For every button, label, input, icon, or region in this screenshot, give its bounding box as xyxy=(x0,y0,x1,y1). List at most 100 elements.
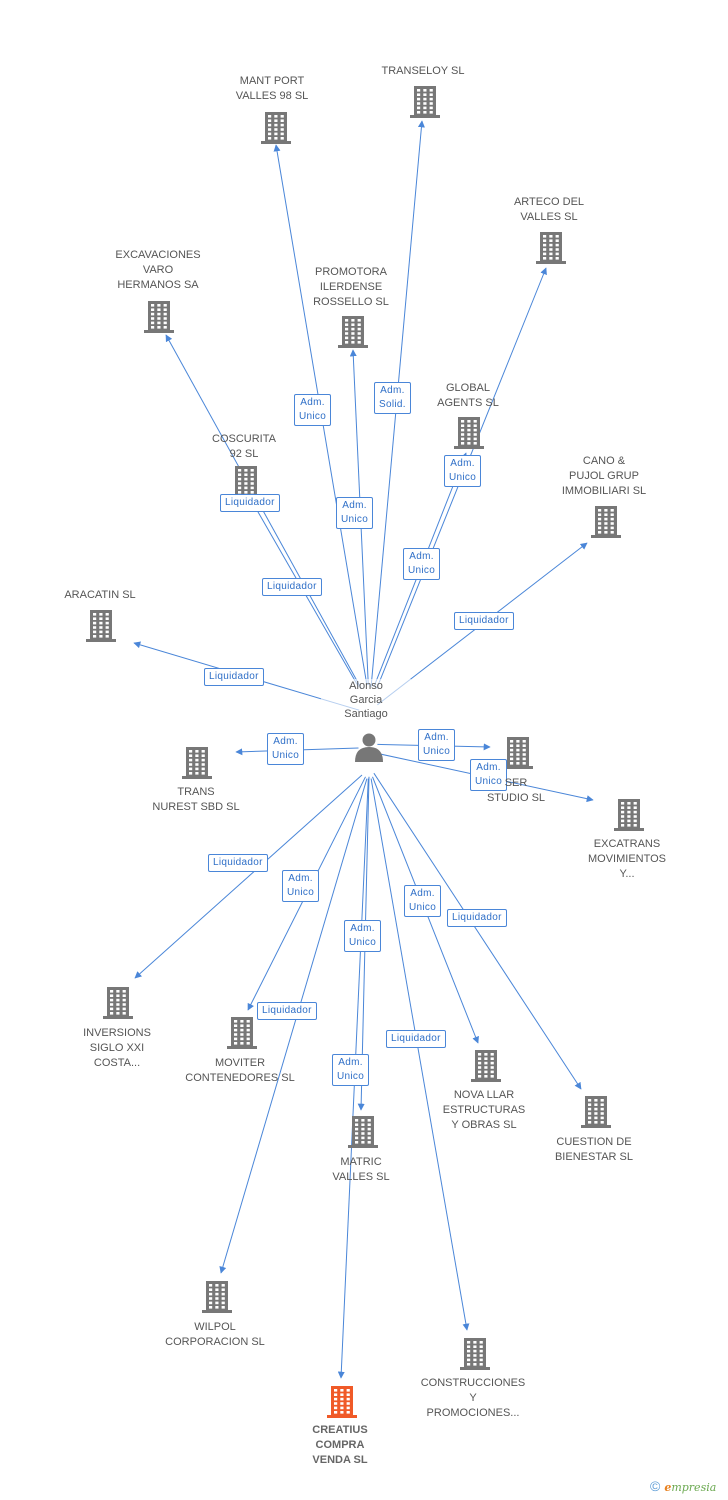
building-icon-moviter[interactable] xyxy=(227,1017,257,1049)
edge-label-construcciones[interactable]: Liquidador xyxy=(386,1030,446,1048)
node-label-line: Y OBRAS SL xyxy=(451,1119,517,1131)
building-icon-nova_llar[interactable] xyxy=(471,1050,501,1082)
edge-label-line: Liquidador xyxy=(452,912,502,923)
edge-label-line: Adm. xyxy=(300,397,325,408)
edge-label-line: Unico xyxy=(341,514,369,525)
edge-label-line: Liquidador xyxy=(225,497,275,508)
building-icon-excavaciones[interactable] xyxy=(144,301,174,333)
node-label-line: INVERSIONS xyxy=(83,1027,151,1039)
edge-label-excavaciones[interactable]: Liquidador xyxy=(220,494,280,512)
edge-label-matric[interactable]: Adm.Unico xyxy=(344,920,382,952)
person-icon[interactable] xyxy=(355,733,383,763)
building-icon-cano_pujol[interactable] xyxy=(591,506,621,538)
node-label-line: HERMANOS SA xyxy=(117,279,199,291)
edge-label-line: Unico xyxy=(475,776,503,787)
building-icon-construcciones[interactable] xyxy=(460,1338,490,1370)
edge-label-coscurita[interactable]: Liquidador xyxy=(262,578,322,596)
edge-label-nova_llar[interactable]: Adm.Unico xyxy=(404,885,442,917)
node-label-line: IMMOBILIARI SL xyxy=(561,485,647,497)
edge-label-promotora[interactable]: Adm. Unico xyxy=(336,497,374,529)
edge-label-line: Unico xyxy=(272,750,300,761)
node-label-inversions[interactable]: INVERSIONS SIGLO XXI COSTA... xyxy=(42,1026,192,1071)
building-icon-promotora[interactable] xyxy=(338,316,368,348)
node-label-line: SER xyxy=(504,777,528,789)
node-label-line: MATRIC xyxy=(340,1156,382,1168)
node-label-line: TRANS xyxy=(177,786,215,798)
edge-label-line: Liquidador xyxy=(262,1005,312,1016)
edge-label-cuestion[interactable]: Liquidador xyxy=(447,909,507,927)
node-label-transeloy[interactable]: TRANSELOY SL xyxy=(348,64,498,79)
edge-label-global_agents[interactable]: Adm.Unico xyxy=(403,548,441,580)
building-icon-mant_port[interactable] xyxy=(261,112,291,144)
edge-label-creatius[interactable]: Adm.Unico xyxy=(332,1054,370,1086)
edge-label-moviter[interactable]: Adm.Unico xyxy=(282,870,320,902)
edge-label-trans_nurest[interactable]: Adm.Unico xyxy=(267,733,305,765)
edge-label-line: Liquidador xyxy=(459,615,509,626)
building-icon-transeloy[interactable] xyxy=(410,86,440,118)
edge-label-wilpol[interactable]: Liquidador xyxy=(257,1002,317,1020)
node-label-line: ESTRUCTURAS xyxy=(442,1104,526,1116)
empresia-brand[interactable]: ©empresia xyxy=(650,1478,716,1494)
edge-label-arteco[interactable]: Adm.Unico xyxy=(444,455,482,487)
building-icon-arteco[interactable] xyxy=(536,232,566,264)
edge-label-line: Adm. xyxy=(288,873,313,884)
building-icon-ser_studio[interactable] xyxy=(503,737,533,769)
edge-label-line: Adm. xyxy=(476,762,501,773)
edge-label-mant_port[interactable]: Adm. Unico xyxy=(294,394,332,426)
node-label-line: SIGLO XXI xyxy=(89,1042,145,1054)
building-icon-creatius[interactable] xyxy=(327,1386,357,1418)
building-icon-matric[interactable] xyxy=(348,1116,378,1148)
building-icon-aracatin[interactable] xyxy=(86,610,116,642)
person-name-line: Santiago xyxy=(344,708,388,720)
edge-label-line: Unico xyxy=(337,1071,365,1082)
edge-label-line: Unico xyxy=(449,472,477,483)
edge-label-excatrans[interactable]: Adm. Unico xyxy=(470,759,508,791)
node-label-line: CONSTRUCCIONES xyxy=(420,1377,526,1389)
edge-label-transeloy[interactable]: Adm.Solid. xyxy=(374,382,411,414)
edge-label-line: Unico xyxy=(423,746,451,757)
edge-label-line: Adm. xyxy=(342,500,367,511)
building-icon-trans_nurest[interactable] xyxy=(182,747,212,779)
building-icon-cuestion[interactable] xyxy=(581,1096,611,1128)
node-label-line: PROMOTORA xyxy=(315,266,387,278)
edge-label-line: Solid. xyxy=(379,399,406,410)
node-label-line: ARTECO DEL xyxy=(513,196,585,208)
brand-name: empresia xyxy=(664,1481,717,1494)
building-icon-inversions[interactable] xyxy=(103,987,133,1019)
node-label-aracatin[interactable]: ARACATIN SL xyxy=(25,588,175,603)
node-label-line: EXCAVACIONES xyxy=(115,249,201,261)
edge-label-aracatin[interactable]: Liquidador xyxy=(204,668,264,686)
edge-label-line: Unico xyxy=(299,411,327,422)
edge-label-cano_pujol[interactable]: Liquidador xyxy=(454,612,514,630)
edge-label-ser_studio[interactable]: Adm.Unico xyxy=(418,729,456,761)
node-label-line: VALLES 98 SL xyxy=(235,90,309,102)
node-label-line: COSTA... xyxy=(93,1057,141,1069)
node-label-line: CORPORACION SL xyxy=(165,1336,265,1348)
edge-label-inversions[interactable]: Liquidador xyxy=(208,854,268,872)
nodes-layer xyxy=(86,86,644,1418)
building-icon-excatrans[interactable] xyxy=(614,799,644,831)
edge-label-line: Adm. xyxy=(350,923,375,934)
node-label-line: Y xyxy=(469,1392,477,1404)
building-icon-wilpol[interactable] xyxy=(202,1281,232,1313)
building-icon-global_agents[interactable] xyxy=(454,417,484,449)
node-label-line: ILERDENSE xyxy=(319,281,383,293)
